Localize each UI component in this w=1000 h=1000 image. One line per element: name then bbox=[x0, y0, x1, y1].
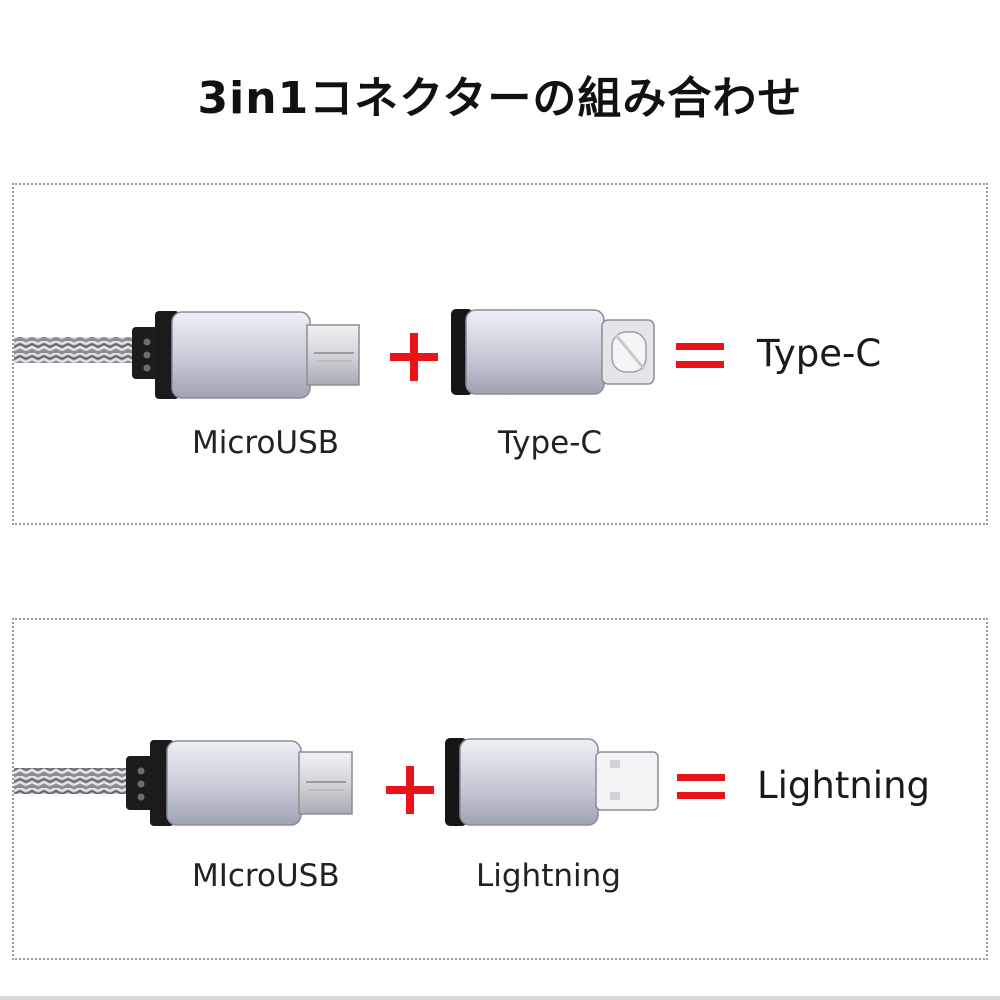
equals-icon bbox=[676, 343, 724, 368]
plus-icon bbox=[386, 766, 434, 814]
right-connector-label: Lightning bbox=[476, 858, 621, 894]
result-label: Lightning bbox=[757, 764, 931, 807]
microusb-cable-illustration bbox=[14, 311, 360, 399]
braided-cable bbox=[14, 337, 139, 363]
left-connector-label: MIcroUSB bbox=[192, 858, 340, 894]
left-connector-label: MicroUSB bbox=[192, 425, 340, 461]
equals-icon bbox=[677, 774, 725, 799]
right-connector-label: Type-C bbox=[498, 425, 603, 461]
combo-panel-typec: Type-C MicroUSB Type-C bbox=[12, 183, 988, 525]
braided-cable bbox=[14, 768, 139, 794]
bottom-divider bbox=[0, 996, 1000, 1000]
page-title: 3in1コネクターの組み合わせ bbox=[197, 73, 803, 124]
plus-icon bbox=[390, 333, 438, 381]
combo-panel-lightning: Lightning MIcroUSB Lightning bbox=[12, 618, 988, 960]
microusb-cable-illustration bbox=[14, 740, 353, 826]
result-label: Type-C bbox=[757, 332, 882, 375]
